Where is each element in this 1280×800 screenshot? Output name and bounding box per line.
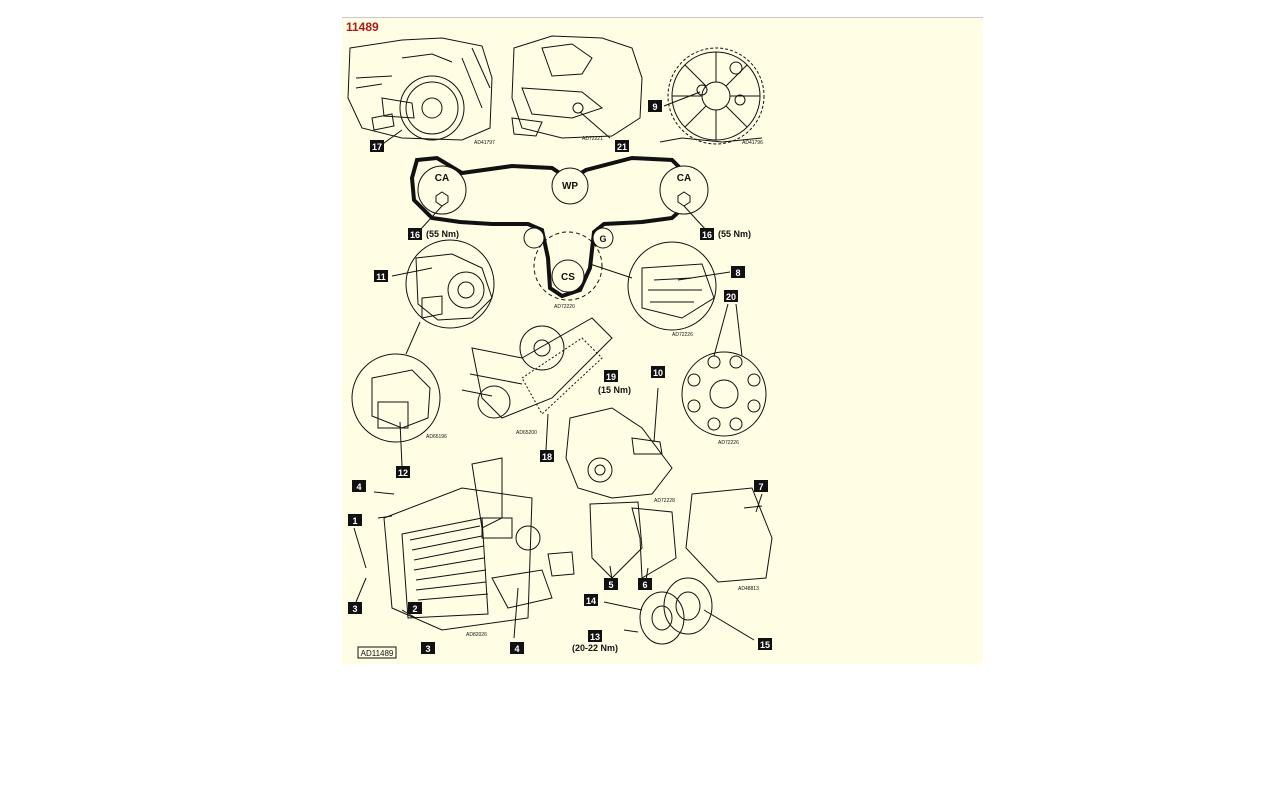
svg-text:AD72220: AD72220 xyxy=(554,304,575,310)
svg-text:19: 19 xyxy=(606,372,616,382)
svg-text:2: 2 xyxy=(412,604,417,614)
svg-text:11: 11 xyxy=(376,272,386,282)
callout-14: 14 xyxy=(584,594,598,606)
svg-text:7: 7 xyxy=(758,482,763,492)
label-g: G xyxy=(599,234,606,244)
front-panel-illustration xyxy=(353,457,575,639)
camshaft-lock-illustration xyxy=(347,37,493,147)
camshaft-sprocket-illustration xyxy=(659,47,765,145)
torque-19: (15 Nm) xyxy=(598,385,631,395)
svg-text:AD72226: AD72226 xyxy=(672,332,693,338)
timing-mark-detail xyxy=(627,241,731,331)
timing-belt-diagram: 17 21 9 16 16 11 8 20 10 19 18 12 4 7 1 … xyxy=(347,35,773,659)
callout-1: 1 xyxy=(348,514,362,526)
callout-3-bottom: 3 xyxy=(421,642,435,654)
callout-2: 2 xyxy=(408,602,422,614)
callout-19: 19 xyxy=(604,370,618,382)
svg-text:16: 16 xyxy=(410,230,420,240)
callout-15: 15 xyxy=(758,638,772,650)
svg-text:10: 10 xyxy=(653,368,663,378)
svg-text:AD48813: AD48813 xyxy=(738,586,759,592)
svg-text:6: 6 xyxy=(642,580,647,590)
label-ca-right: CA xyxy=(677,173,691,184)
svg-text:AD65200: AD65200 xyxy=(516,430,537,436)
callout-13: 13 xyxy=(588,630,602,642)
callout-markers: 17 21 9 16 16 11 8 20 10 19 18 12 4 7 1 … xyxy=(348,100,772,654)
svg-text:4: 4 xyxy=(514,644,519,654)
callout-11: 11 xyxy=(374,270,388,282)
svg-text:12: 12 xyxy=(398,468,408,478)
svg-text:9: 9 xyxy=(652,102,657,112)
svg-text:17: 17 xyxy=(372,142,382,152)
callout-3-left: 3 xyxy=(348,602,362,614)
callout-12: 12 xyxy=(396,466,410,478)
svg-text:AD11489: AD11489 xyxy=(361,649,394,658)
callout-4-top: 4 xyxy=(352,480,366,492)
belt-fitting-illustration xyxy=(461,317,613,451)
svg-text:AD65196: AD65196 xyxy=(426,434,447,440)
svg-text:21: 21 xyxy=(617,142,627,152)
svg-text:4: 4 xyxy=(356,482,361,492)
svg-text:20: 20 xyxy=(726,292,736,302)
svg-text:8: 8 xyxy=(735,268,740,278)
svg-text:16: 16 xyxy=(702,230,712,240)
callout-16-right: 16 xyxy=(700,228,714,240)
svg-text:5: 5 xyxy=(608,580,613,590)
crank-pulley-illustration xyxy=(603,577,755,645)
svg-text:AD41797: AD41797 xyxy=(474,140,495,146)
svg-text:1: 1 xyxy=(352,516,357,526)
callout-5: 5 xyxy=(604,578,618,590)
svg-text:AD72228: AD72228 xyxy=(654,498,675,504)
callout-7: 7 xyxy=(754,480,768,492)
tensioner-detail xyxy=(351,239,495,467)
pump-bracket-illustration xyxy=(511,35,643,139)
belt-layout xyxy=(409,155,709,301)
svg-text:AD72226: AD72226 xyxy=(718,440,739,446)
figure-reference: AD11489 xyxy=(357,646,397,659)
svg-text:3: 3 xyxy=(425,644,430,654)
callout-8: 8 xyxy=(731,266,745,278)
document-id: 11489 xyxy=(346,20,379,34)
svg-text:13: 13 xyxy=(590,632,600,642)
svg-text:14: 14 xyxy=(586,596,596,606)
torque-16-left: (55 Nm) xyxy=(426,229,459,239)
pulley-labels: CA CA WP CS G xyxy=(435,173,691,283)
label-cs: CS xyxy=(561,272,575,283)
label-ca-left: CA xyxy=(435,173,449,184)
svg-text:AD41796: AD41796 xyxy=(742,140,763,146)
torque-16-right: (55 Nm) xyxy=(718,229,751,239)
svg-text:3: 3 xyxy=(352,604,357,614)
callout-17: 17 xyxy=(370,140,384,152)
sub-figure-refs: AD41797 AD72221 AD41796 AD72220 AD72226 … xyxy=(426,136,763,638)
torque-labels: (55 Nm) (55 Nm) (15 Nm) (20-22 Nm) xyxy=(426,229,751,653)
callout-18: 18 xyxy=(540,450,554,462)
callout-20: 20 xyxy=(724,290,738,302)
callout-9: 9 xyxy=(648,100,662,112)
torque-13: (20-22 Nm) xyxy=(572,643,618,653)
timing-cover-illustration xyxy=(589,487,773,583)
svg-text:AD72221: AD72221 xyxy=(582,136,603,142)
callout-6: 6 xyxy=(638,578,652,590)
engine-mount-illustration xyxy=(565,387,673,499)
callout-10: 10 xyxy=(651,366,665,378)
svg-text:AD82026: AD82026 xyxy=(466,632,487,638)
callout-21: 21 xyxy=(615,140,629,152)
callout-4-bottom: 4 xyxy=(510,642,524,654)
diagram-panel: 11489 xyxy=(342,17,983,664)
svg-text:18: 18 xyxy=(542,452,552,462)
callout-16-left: 16 xyxy=(408,228,422,240)
label-wp: WP xyxy=(562,181,578,192)
crank-sprocket-detail xyxy=(681,303,767,437)
svg-text:15: 15 xyxy=(760,640,770,650)
